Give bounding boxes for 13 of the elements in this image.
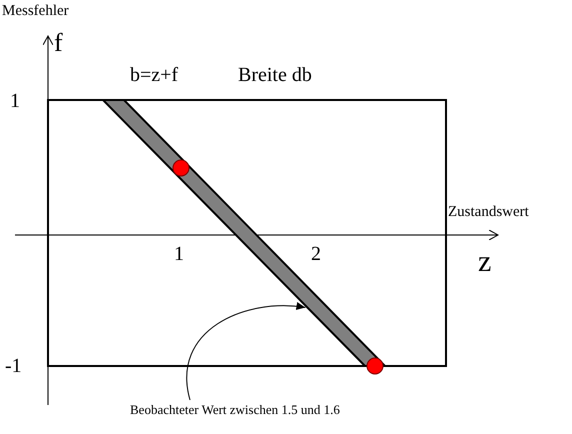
axis-symbol: f bbox=[54, 30, 63, 56]
formula-label: b=z+f bbox=[130, 65, 178, 85]
tick-label: 2 bbox=[311, 244, 321, 264]
axis-title: Messfehler bbox=[2, 4, 69, 19]
diagonal-band bbox=[100, 99, 388, 367]
axis-symbol: z bbox=[478, 247, 492, 277]
tick-label: 1 bbox=[174, 244, 184, 264]
leader-line bbox=[186, 302, 306, 400]
axis-title: Zustandswert bbox=[448, 205, 529, 220]
tick-label: -1 bbox=[5, 356, 22, 376]
tick-label: 1 bbox=[10, 91, 20, 111]
annotation-text: Beobachteter Wert zwischen 1.5 und 1.6 bbox=[130, 403, 340, 416]
width-label: Breite db bbox=[238, 65, 312, 85]
